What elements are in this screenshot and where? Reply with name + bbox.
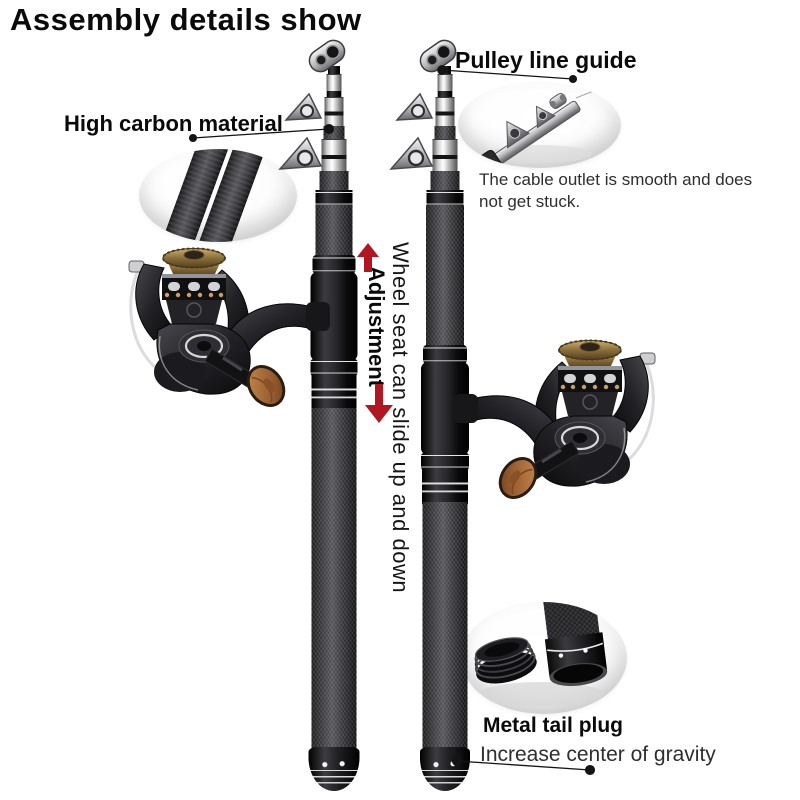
wheel-seat-vertical-text: Wheel seat can slide up and down	[388, 242, 413, 594]
spinning-reel-left	[128, 247, 330, 407]
tail-plug-closeup	[474, 602, 608, 706]
rod-carbon-section	[315, 205, 353, 257]
spinning-reel-right	[454, 339, 656, 499]
callout-pulley-label: Pulley line guide	[455, 47, 637, 73]
rod-tube-end	[542, 602, 608, 687]
tip-joint	[328, 66, 340, 76]
butt-cap	[420, 747, 470, 791]
rod-band	[438, 91, 452, 99]
callout-tail-description: Increase center of gravity	[480, 743, 716, 766]
rod-carbon-section	[319, 171, 349, 192]
rod-carbon-section	[430, 171, 460, 192]
pulley-guide-closeup	[477, 85, 607, 168]
inset-tail-plug	[461, 602, 627, 714]
seat-collar	[423, 345, 467, 364]
line-guide	[278, 136, 323, 170]
seat-collar	[421, 453, 469, 470]
rod-silver-section	[432, 139, 458, 175]
seat-collar	[310, 359, 358, 376]
line-guide	[284, 92, 323, 121]
reel-foot	[306, 302, 330, 331]
rod-blank	[422, 502, 468, 748]
rod-silver-section	[321, 139, 347, 175]
inset-carbon-material	[139, 149, 297, 242]
rod-collar	[315, 190, 353, 207]
drag-knob	[183, 250, 205, 260]
inset-pulley-guide	[458, 82, 621, 168]
rod-blank	[311, 408, 357, 748]
threaded-cap	[474, 637, 537, 684]
down-arrow-icon	[365, 384, 393, 423]
bail-wire	[129, 269, 159, 372]
seat-collar	[312, 255, 356, 274]
adjustment-vertical-label: Adjustment	[364, 266, 389, 387]
callout-pulley-description: The cable outlet is smooth and does not …	[479, 170, 753, 211]
rod-tip-guide	[419, 39, 457, 73]
page-title: Assembly details show	[10, 2, 362, 37]
rod-band	[327, 91, 341, 99]
seat-dots	[673, 292, 679, 334]
callout-high-carbon-label: High carbon material	[64, 111, 283, 136]
wooden-knob	[246, 365, 286, 407]
rod-carbon-section	[434, 126, 456, 141]
up-arrow-icon	[357, 243, 379, 272]
rod-grip-section	[422, 468, 468, 504]
butt-cap	[308, 747, 360, 791]
line-guide	[395, 92, 434, 121]
callout-tail-label: Metal tail plug	[483, 714, 624, 737]
line-guide	[389, 136, 434, 170]
rod-tip-guide	[308, 39, 346, 73]
rod-grip-section	[311, 374, 357, 410]
rod-carbon-section	[426, 205, 464, 347]
rod-collar	[426, 190, 464, 207]
